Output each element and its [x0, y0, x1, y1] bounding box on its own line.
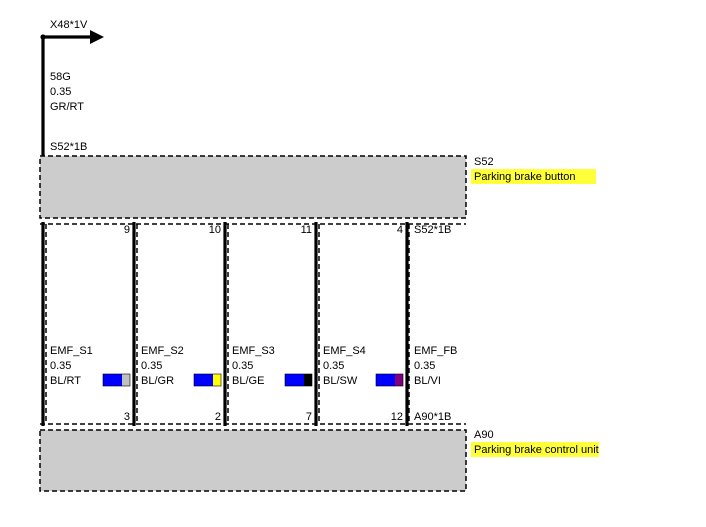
wire-size-emf-s2: 0.35 — [141, 360, 162, 372]
arrow-right-icon — [90, 30, 104, 44]
wire-size-emf-s3: 0.35 — [232, 360, 253, 372]
lower-component-name: Parking brake control unit — [474, 444, 599, 456]
wire-name-emf-fb: EMF_FB — [414, 345, 457, 357]
wire-size-emf-fb: 0.35 — [414, 360, 435, 372]
color-swatch-border-emf-s4 — [375, 373, 404, 387]
wire-name-emf-s3: EMF_S3 — [232, 345, 275, 357]
pin-bottom-emf-s4: 12 — [391, 411, 403, 423]
wire-color-emf-fb: BL/VI — [414, 375, 441, 387]
upper-component-name: Parking brake button — [474, 171, 576, 183]
wire-name-emf-s2: EMF_S2 — [141, 345, 184, 357]
pin-bottom-emf-s2: 2 — [215, 411, 221, 423]
color-swatch-base-emf-s4 — [376, 374, 395, 386]
color-swatch-stripe-emf-s3 — [304, 374, 312, 386]
upper-connector-top-label: S52*1B — [50, 141, 87, 153]
color-swatch-border-emf-s3 — [284, 373, 313, 387]
upper-component-id: S52 — [474, 156, 494, 168]
pin-bottom-emf-s3: 7 — [306, 411, 312, 423]
wire-name-emf-s1: EMF_S1 — [50, 345, 93, 357]
lower-component-highlight — [471, 442, 599, 457]
color-swatch-border-emf-s1 — [102, 373, 131, 387]
parking-brake-control-unit-box[interactable] — [39, 429, 467, 492]
color-swatch-stripe-emf-s4 — [395, 374, 403, 386]
upper-connector-bottom-label: S52*1B — [414, 224, 451, 236]
wire-size-emf-s1: 0.35 — [50, 360, 71, 372]
top-connector-label: X48*1V — [50, 19, 88, 31]
pin-bottom-emf-s1: 3 — [124, 411, 130, 423]
wire-color-emf-s2: BL/GR — [141, 375, 174, 387]
pin-top-emf-s2: 10 — [209, 224, 221, 236]
color-swatch-base-emf-s2 — [194, 374, 213, 386]
wire-name-emf-s4: EMF_S4 — [323, 345, 366, 357]
wire-color-emf-s1: BL/RT — [50, 375, 81, 387]
feed-wire-color: GR/RT — [50, 101, 84, 113]
wire-color-emf-s4: BL/SW — [323, 375, 358, 387]
pin-top-emf-s3: 11 — [301, 224, 312, 236]
color-swatch-border-emf-s2 — [193, 373, 222, 387]
pin-top-emf-s4: 4 — [397, 224, 403, 236]
upper-component-highlight — [471, 169, 596, 184]
color-swatch-base-emf-s1 — [103, 374, 122, 386]
pin-top-emf-s1: 9 — [124, 224, 130, 236]
lower-component-id: A90 — [474, 429, 494, 441]
lower-connector-label: A90*1B — [414, 411, 451, 423]
wire-size-emf-s4: 0.35 — [323, 360, 344, 372]
feed-wire-id: 58G — [50, 71, 71, 83]
wire-color-emf-s3: BL/GE — [232, 375, 264, 387]
color-swatch-base-emf-s3 — [285, 374, 304, 386]
parking-brake-button-box[interactable] — [39, 155, 467, 219]
color-swatch-stripe-emf-s2 — [213, 374, 221, 386]
color-swatch-stripe-emf-s1 — [122, 374, 130, 386]
feed-wire-size: 0.35 — [50, 86, 71, 98]
